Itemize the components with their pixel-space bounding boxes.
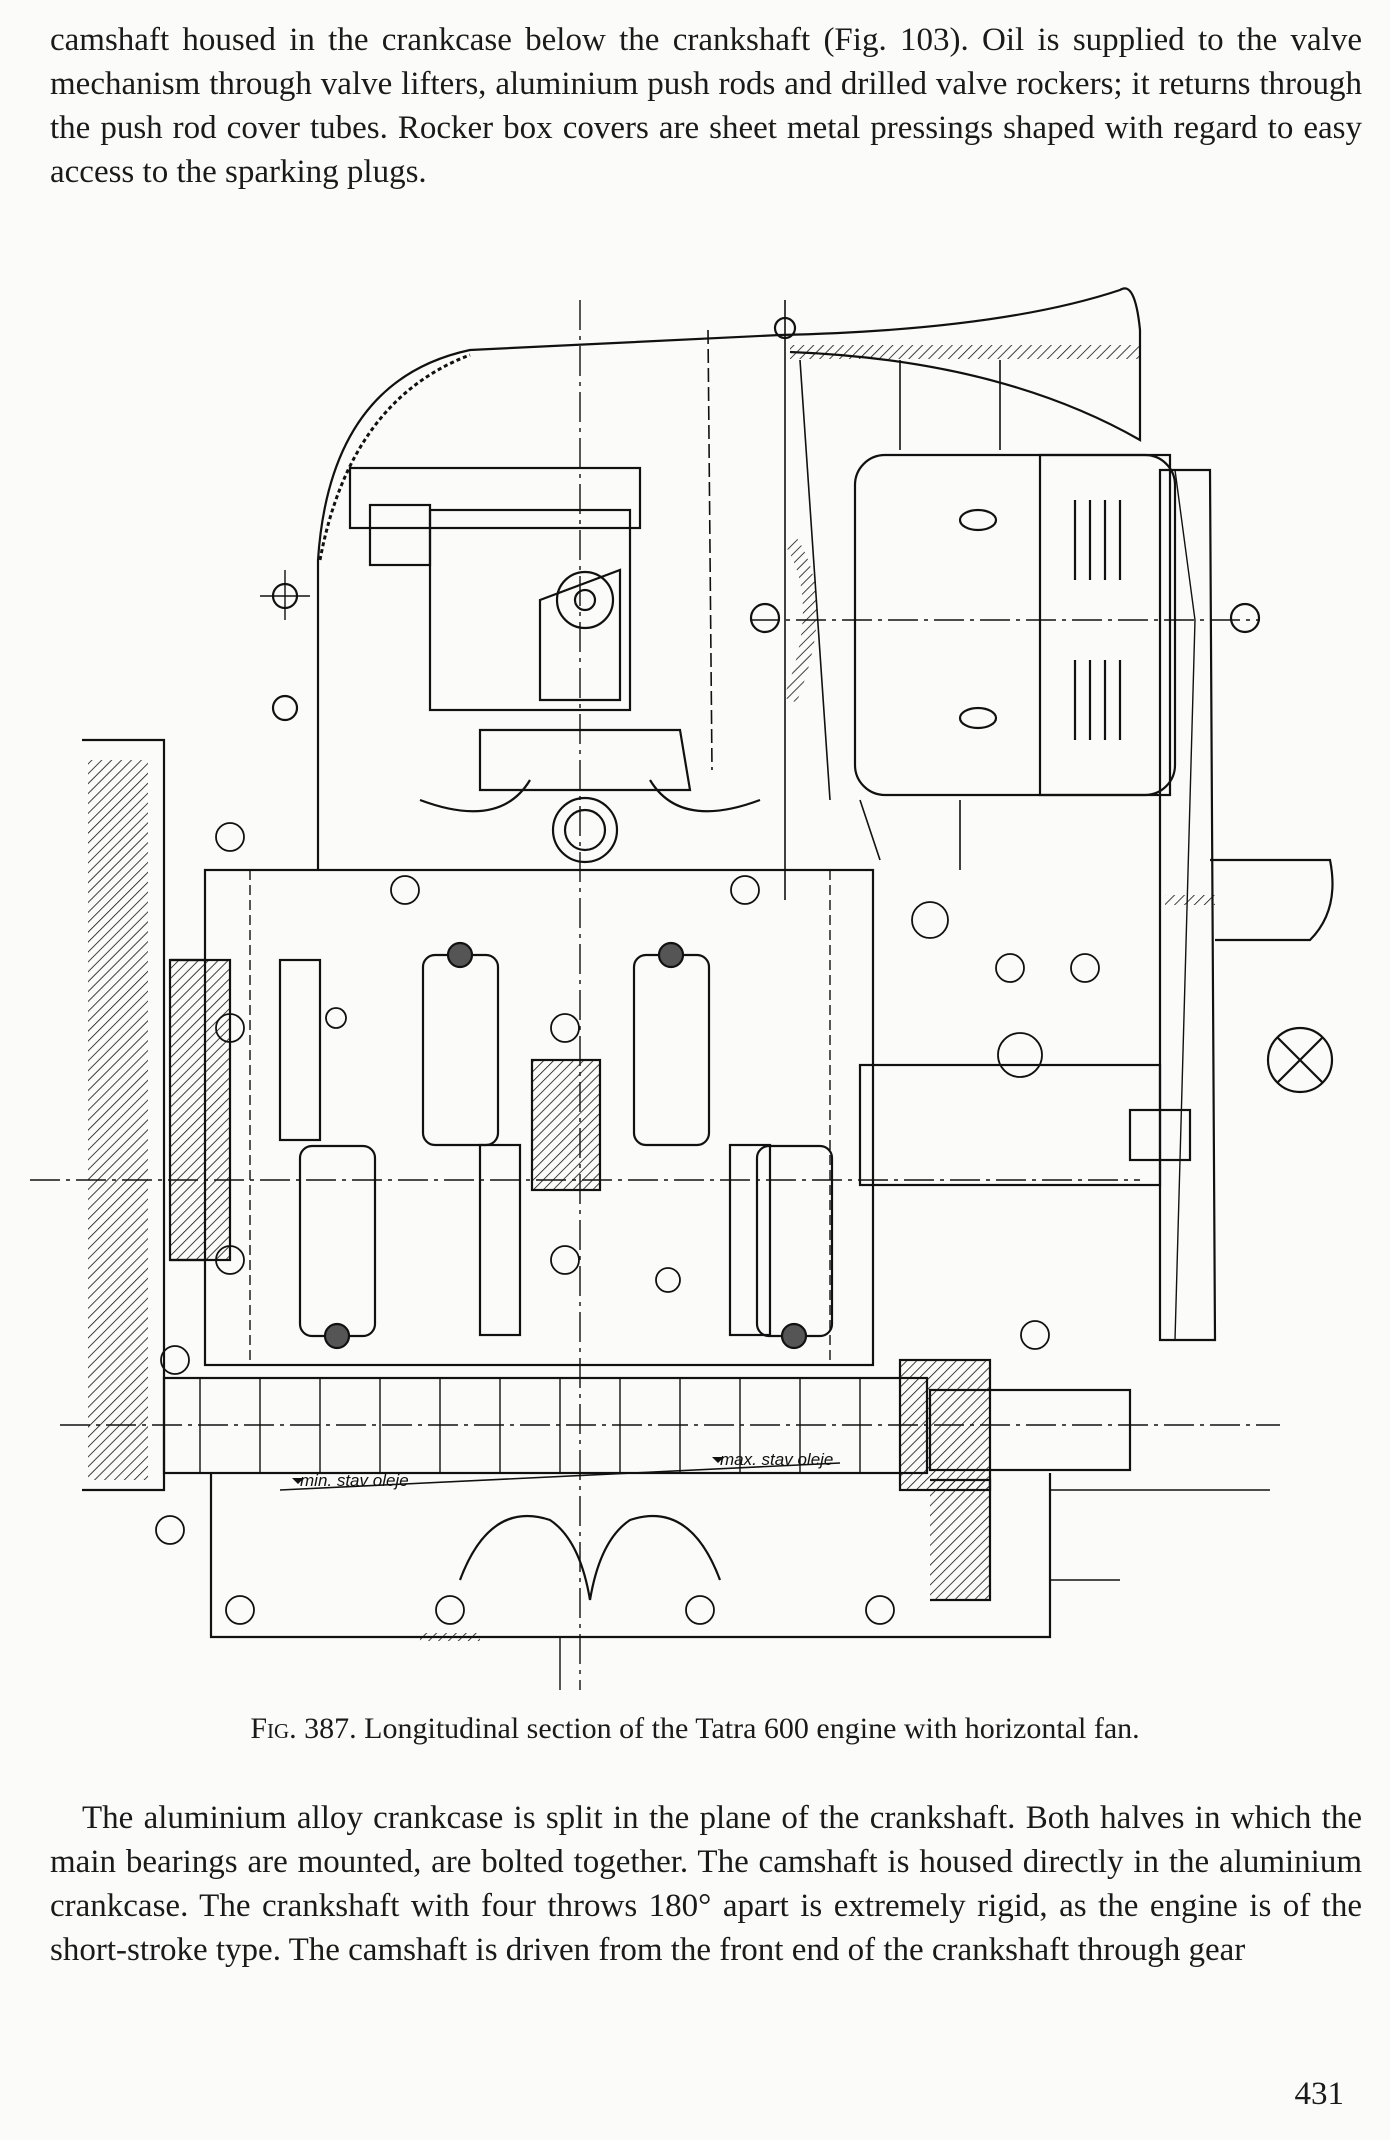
figure-number: Fig. 387. [250,1712,357,1745]
figure-caption: Fig. 387. Longitudinal section of the Ta… [0,1712,1390,1746]
body-paragraph-bottom: The aluminium alloy crankcase is split i… [50,1800,1362,1968]
oil-sump [209,1462,1270,1641]
figure-caption-text: Longitudinal section of the Tatra 600 en… [356,1712,1140,1745]
fan-shroud [316,287,1142,870]
carburettor [348,466,642,712]
body-paragraph-top: camshaft housed in the crankcase below t… [50,22,1362,190]
min-oil-level-label: min. stav oleje [300,1471,409,1490]
crankshaft [278,941,1192,1350]
crankcase [30,738,1140,1492]
generator [749,453,1261,797]
max-oil-level-label: max. stav oleje [720,1450,833,1469]
page-number: 431 [1294,2076,1345,2112]
camshaft [60,1358,1280,1602]
pulley [1158,468,1334,1342]
